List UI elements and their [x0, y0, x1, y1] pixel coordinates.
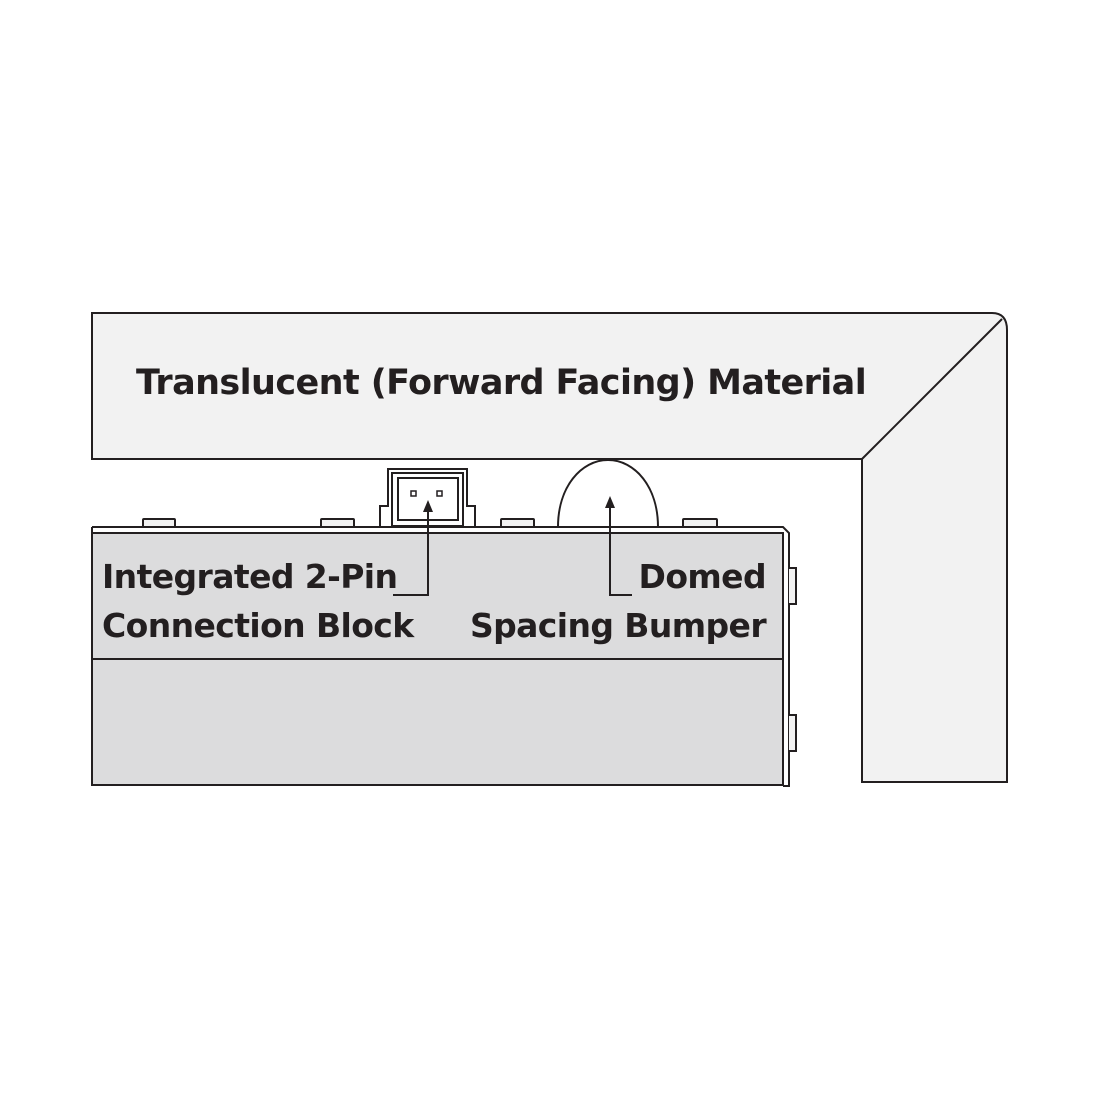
connector-arrowhead — [423, 500, 433, 512]
material-label: Translucent (Forward Facing) Material — [136, 363, 867, 403]
connection-label-line1: Integrated 2-Pin — [102, 557, 398, 596]
dome-bumper-icon — [556, 458, 660, 528]
bumper-label-line2: Spacing Bumper — [469, 606, 767, 645]
bumper-arrowhead — [605, 496, 615, 508]
side-clip-lower — [789, 714, 797, 752]
translucent-material — [91, 312, 1008, 783]
side-clip-upper — [789, 567, 797, 605]
top-tab — [682, 518, 718, 528]
connection-label-line2: Connection Block — [102, 606, 414, 645]
top-tab — [500, 518, 535, 528]
body-top-edge — [92, 526, 790, 787]
body-upper-slab — [91, 532, 784, 660]
bumper-leader-line — [609, 500, 632, 596]
top-tab — [320, 518, 355, 528]
bumper-label-line1: Domed — [638, 557, 767, 596]
material-miter-line — [861, 318, 1003, 460]
connector-leader-line — [393, 504, 429, 596]
top-tab — [142, 518, 176, 528]
body-lower-slab — [91, 658, 784, 786]
